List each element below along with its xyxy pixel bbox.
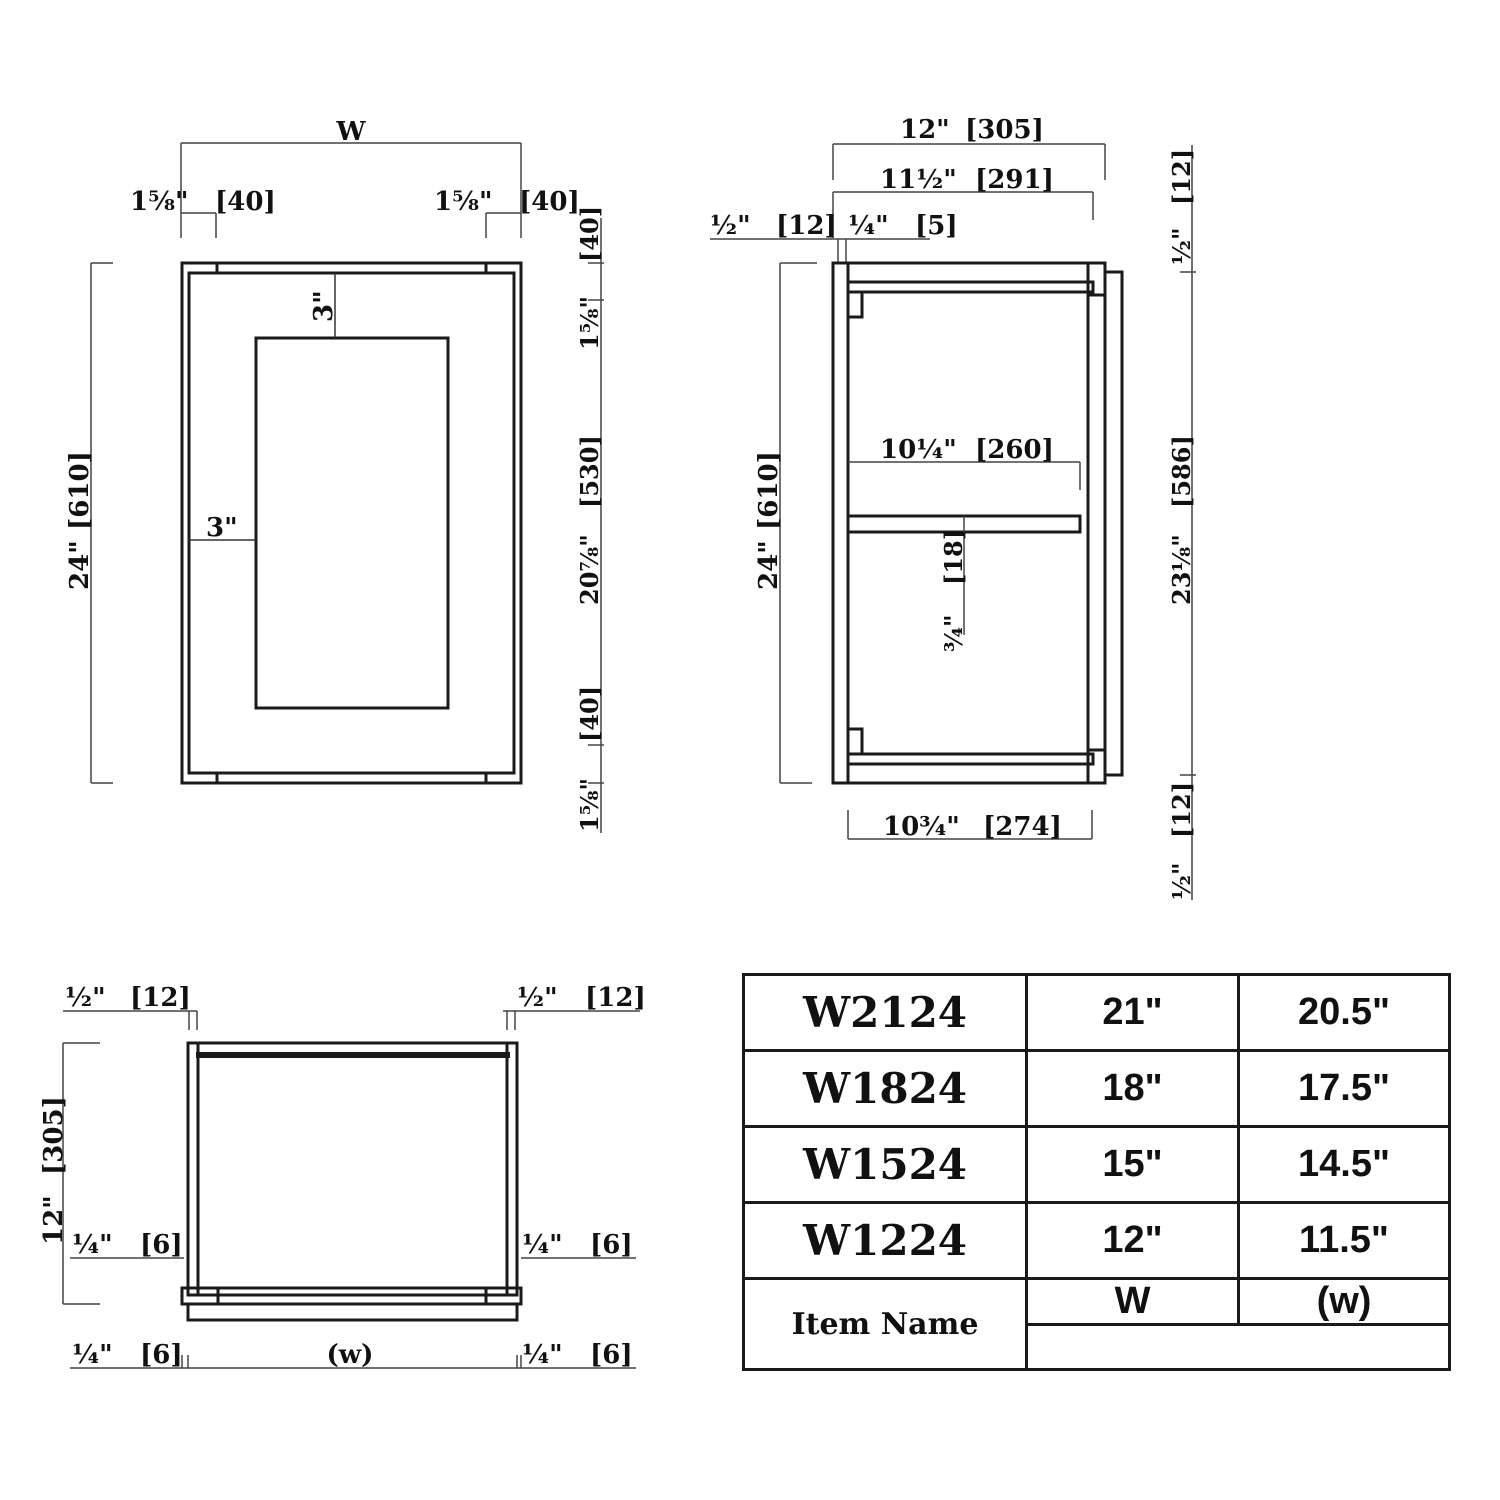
bottom-gap-in: ½" [1167,862,1196,900]
item-name-cell: W1524 [742,1125,1028,1204]
right-stile-mm: [40] [519,187,580,217]
width-cell: 18" [1025,1049,1240,1128]
right-offset-in: ¼" [522,1230,563,1260]
inner-width-cell: 11.5" [1237,1201,1451,1280]
inner-width-cell: 17.5" [1237,1049,1451,1128]
back-mm: [5] [915,211,958,241]
table-header-row: Item Name W (w) [742,1277,1451,1371]
door-in: ½" [710,211,751,241]
item-name-cell: W1824 [742,1049,1028,1128]
panel-top-margin: 3" [309,290,339,322]
top-rail-mm: [40] [575,206,604,262]
inner-height-in: 23⅛" [1167,534,1196,605]
door-mm: [12] [776,211,837,241]
side-view: 12" [305] 11½" [291] ½" [12] ¼" [5] 10¼"… [710,115,1196,900]
bottom-depth-in: 10¾" [883,812,960,842]
table-header-spacer [744,1323,1451,1371]
top-gap-in: ½" [1167,227,1196,265]
table-row: W1224 12" 11.5" [742,1201,1451,1280]
inner-width-cell: 20.5" [1237,973,1451,1052]
left-offset-mm: [6] [140,1230,183,1260]
width-header: W [1025,1277,1240,1326]
bottom-rail-mm: [40] [575,686,604,742]
bottom-rail-in: 1⅝" [575,778,604,832]
box-depth-mm: [291] [975,165,1054,195]
width-cell: 21" [1025,973,1240,1052]
top-view: ½" [12] ½" [12] 12" [305] ¼" [6] ¼" [6] [39,983,646,1370]
left-stile-mm: [40] [215,187,276,217]
shelf-depth-in: 10¼" [880,435,957,465]
shelf-thick-in: ¾" [939,614,968,652]
item-name-cell: W1224 [742,1201,1028,1280]
front-view: W 1⅝" [40] 1⅝" [40] 3" 3" 24" [610] [65,117,604,833]
width-cell: 15" [1025,1125,1240,1204]
bottom-right-mm: [6] [590,1340,633,1370]
item-name-header: Item Name [742,1277,1028,1371]
front-height-mm: [610] [65,451,95,530]
left-offset-in: ¼" [72,1230,113,1260]
inner-height-in: 20⅞" [575,534,604,605]
bottom-left-mm: [6] [140,1340,183,1370]
empty-cell [1025,1323,1451,1371]
right-side-in: ½" [517,983,558,1013]
right-offset-mm: [6] [590,1230,633,1260]
inner-height-mm: [530] [575,435,604,508]
back-in: ¼" [848,211,889,241]
depth-in: 12" [900,115,950,145]
inner-width-cell: 14.5" [1237,1125,1451,1204]
table-row: W1524 15" 14.5" [742,1125,1451,1204]
box-depth-in: 11½" [880,165,957,195]
table-row: W2124 21" 20.5" [742,973,1451,1052]
side-height-in: 24" [754,540,784,590]
depth-mm: [305] [965,115,1044,145]
top-depth-in: 12" [39,1195,69,1245]
side-height-mm: [610] [754,451,784,530]
top-rail-in: 1⅝" [575,296,604,350]
width-label: W [335,117,366,147]
bottom-gap-mm: [12] [1167,782,1196,838]
shelf-depth-mm: [260] [975,435,1054,465]
inner-width-label: (w) [327,1340,374,1370]
width-cell: 12" [1025,1201,1240,1280]
bottom-depth-mm: [274] [983,812,1062,842]
left-side-in: ½" [65,983,106,1013]
table-row: W1824 18" 17.5" [742,1049,1451,1128]
right-side-mm: [12] [585,983,646,1013]
inner-height-mm: [586] [1167,435,1196,508]
left-side-mm: [12] [130,983,191,1013]
item-name-cell: W2124 [742,973,1028,1052]
top-gap-mm: [12] [1167,149,1196,205]
top-depth-mm: [305] [39,1096,69,1175]
front-height-in: 24" [65,540,95,590]
bottom-right-in: ¼" [522,1340,563,1370]
left-stile-in: 1⅝" [130,187,189,217]
size-table: W2124 21" 20.5" W1824 18" 17.5" W1524 15… [742,973,1451,1371]
right-stile-in: 1⅝" [434,187,493,217]
inner-width-header: (w) [1237,1277,1451,1326]
panel-side-margin: 3" [206,513,238,543]
shelf-thick-mm: [18] [939,529,968,585]
bottom-left-in: ¼" [72,1340,113,1370]
